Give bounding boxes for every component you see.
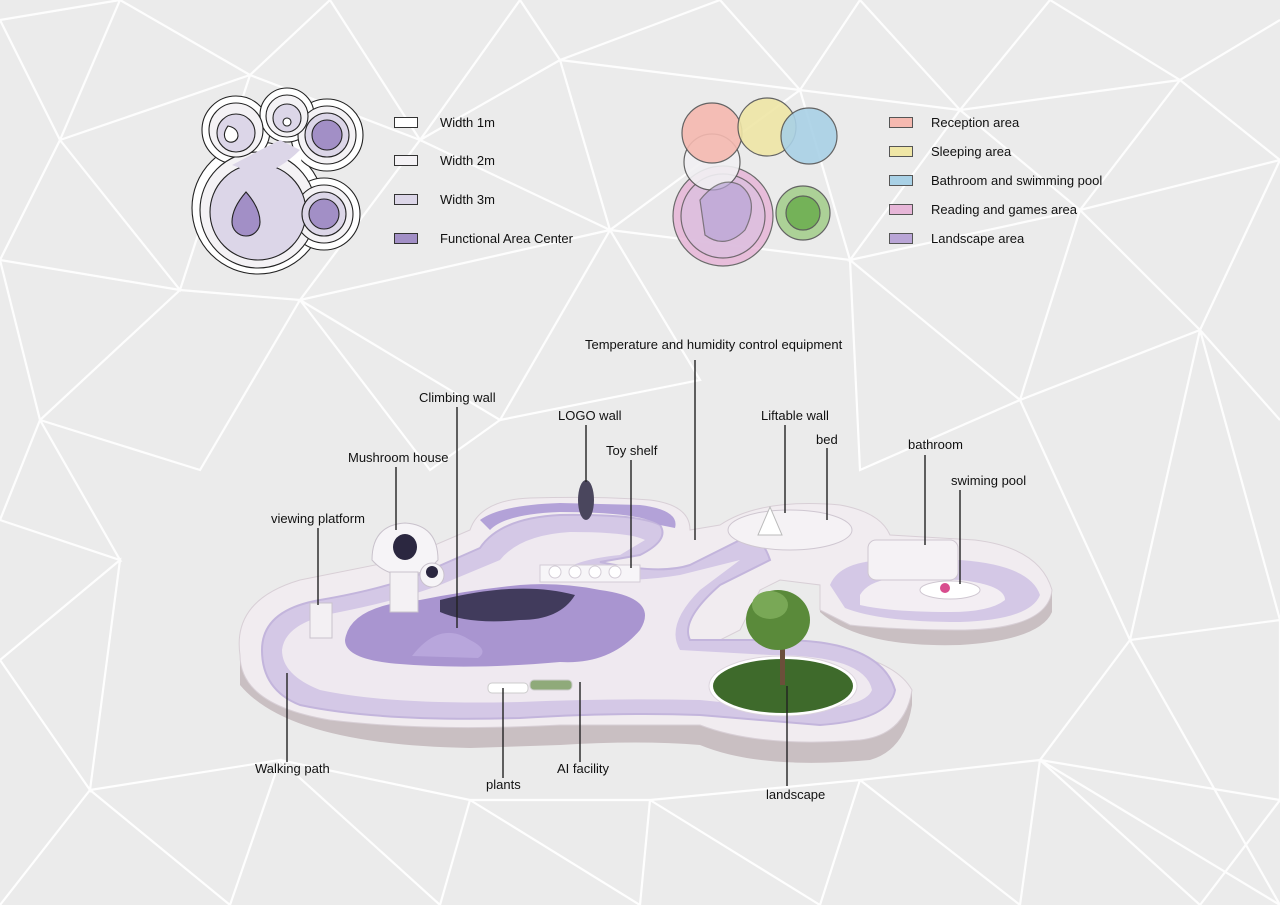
legend-item-landscape: Landscape area bbox=[889, 231, 1024, 246]
legend-label: Sleeping area bbox=[931, 144, 1012, 159]
legend-item-bathroom: Bathroom and swimming pool bbox=[889, 173, 1102, 188]
legend-swatch bbox=[394, 117, 418, 128]
legend-swatch bbox=[889, 175, 913, 186]
callout-ai-facility: AI facility bbox=[557, 761, 610, 776]
legend-swatch bbox=[394, 233, 418, 244]
legend-swatch bbox=[889, 146, 913, 157]
legend-swatch bbox=[394, 194, 418, 205]
callout-climbing-wall: Climbing wall bbox=[419, 390, 496, 405]
callout-walking-path: Walking path bbox=[255, 761, 330, 776]
width-diagram bbox=[191, 87, 364, 275]
zone-diagram bbox=[672, 97, 838, 267]
legend-item-reception: Reception area bbox=[889, 115, 1019, 130]
legend-label: Width 2m bbox=[440, 153, 495, 168]
legend-label: Landscape area bbox=[931, 231, 1025, 246]
legend-label: Reception area bbox=[931, 115, 1020, 130]
callout-lines bbox=[286, 360, 961, 786]
legend-swatch bbox=[394, 155, 418, 166]
legend-swatch bbox=[889, 233, 913, 244]
callout-swimming-pool: swiming pool bbox=[951, 473, 1027, 488]
legend-label: Bathroom and swimming pool bbox=[931, 173, 1103, 188]
legend-label: Width 3m bbox=[440, 192, 495, 207]
legend-item-sleeping: Sleeping area bbox=[889, 144, 1011, 159]
callout-mushroom-house: Mushroom house bbox=[348, 450, 449, 465]
objects bbox=[309, 480, 981, 694]
callout-bed: bed bbox=[816, 432, 838, 447]
legend-label: Functional Area Center bbox=[440, 231, 573, 246]
legend-swatch bbox=[889, 117, 913, 128]
legend-label: Width 1m bbox=[440, 115, 495, 130]
callout-landscape: landscape bbox=[766, 787, 826, 802]
callout-temperature-equipment: Temperature and humidity control equipme… bbox=[585, 337, 843, 352]
legend-item-reading: Reading and games area bbox=[889, 202, 1077, 217]
legend-label: Reading and games area bbox=[931, 202, 1077, 217]
callout-bathroom: bathroom bbox=[908, 437, 963, 452]
legend-item-functional-center: Functional Area Center bbox=[394, 231, 573, 246]
legend-swatch bbox=[889, 204, 913, 215]
callout-plants: plants bbox=[486, 777, 521, 792]
callout-viewing-platform: viewing platform bbox=[271, 511, 365, 526]
callout-logo-wall: LOGO wall bbox=[558, 408, 622, 423]
legend-item-width-3m: Width 3m bbox=[394, 192, 495, 207]
callout-toy-shelf: Toy shelf bbox=[606, 443, 658, 458]
main-platform bbox=[238, 496, 1053, 763]
legend-item-width-2m: Width 2m bbox=[394, 153, 495, 168]
callout-liftable-wall: Liftable wall bbox=[761, 408, 829, 423]
legend-item-width-1m: Width 1m bbox=[394, 115, 495, 130]
